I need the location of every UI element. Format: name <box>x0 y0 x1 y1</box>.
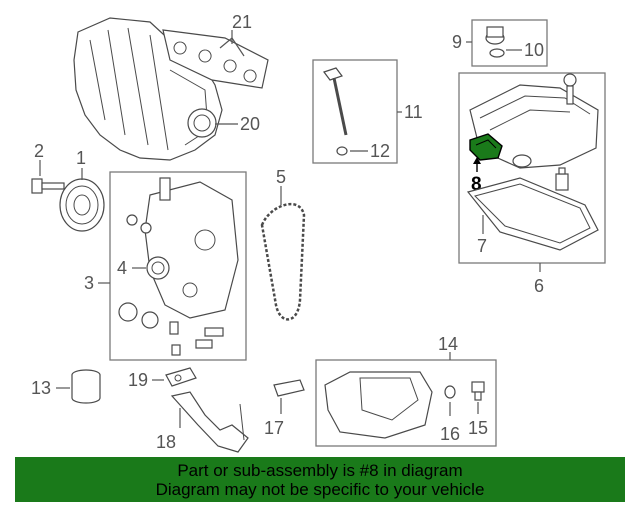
callout-6[interactable]: 6 <box>534 276 544 296</box>
callout-9[interactable]: 9 <box>452 32 462 52</box>
highlighted-part-8[interactable] <box>469 133 503 161</box>
callout-3[interactable]: 3 <box>84 273 94 293</box>
crank-bolt[interactable] <box>31 178 65 194</box>
dipstick[interactable] <box>323 67 348 136</box>
callout-18[interactable]: 18 <box>156 432 176 452</box>
callout-5[interactable]: 5 <box>276 167 286 187</box>
callout-12[interactable]: 12 <box>370 141 390 161</box>
callout-10[interactable]: 10 <box>524 40 544 60</box>
cover-bolt[interactable] <box>563 73 577 105</box>
oil-pickup-tube[interactable] <box>170 391 249 453</box>
callout-1[interactable]: 1 <box>76 148 86 168</box>
timing-sprocket[interactable] <box>118 302 224 356</box>
callout-20[interactable]: 20 <box>240 114 260 134</box>
banner-line-1: Part or sub-assembly is #8 in diagram <box>177 461 463 480</box>
callout-14[interactable]: 14 <box>438 334 458 354</box>
group-box-6 <box>458 72 606 264</box>
oil-filter[interactable] <box>71 369 101 404</box>
timing-cover[interactable] <box>126 177 239 319</box>
callout-21[interactable]: 21 <box>232 12 252 32</box>
timing-chain[interactable] <box>260 203 306 321</box>
callout-16[interactable]: 16 <box>440 424 460 444</box>
callout-15[interactable]: 15 <box>468 418 488 438</box>
group-box-14 <box>315 359 497 447</box>
drain-plug[interactable] <box>471 381 485 401</box>
callout-13[interactable]: 13 <box>31 378 51 398</box>
callout-8[interactable]: 8 <box>471 174 482 195</box>
intake-gasket[interactable] <box>162 29 269 89</box>
callout-7[interactable]: 7 <box>477 236 487 256</box>
pickup-gasket[interactable] <box>165 367 197 387</box>
cover-seal[interactable] <box>512 154 532 168</box>
drain-plug-washer[interactable] <box>444 385 456 399</box>
cap-gasket[interactable] <box>489 48 505 58</box>
pcv-valve[interactable] <box>555 167 569 191</box>
front-seal[interactable] <box>146 256 170 280</box>
info-banner: Part or sub-assembly is #8 in diagram Di… <box>15 457 625 502</box>
callout-19[interactable]: 19 <box>128 370 148 390</box>
bracket[interactable] <box>273 379 305 397</box>
oil-filler-cap[interactable] <box>485 26 505 45</box>
callout-4[interactable]: 4 <box>117 258 127 278</box>
crank-pulley[interactable] <box>59 178 105 232</box>
valve-cover-gasket[interactable] <box>466 177 599 251</box>
callout-11[interactable]: 11 <box>404 102 423 122</box>
group-box-3 <box>109 171 247 361</box>
callout-17[interactable]: 17 <box>264 418 284 438</box>
dipstick-o-ring[interactable] <box>336 146 348 156</box>
oil-pan[interactable] <box>324 371 433 439</box>
banner-line-2: Diagram may not be specific to your vehi… <box>155 480 485 499</box>
callout-2[interactable]: 2 <box>34 141 44 161</box>
group-box-9 <box>471 19 548 67</box>
